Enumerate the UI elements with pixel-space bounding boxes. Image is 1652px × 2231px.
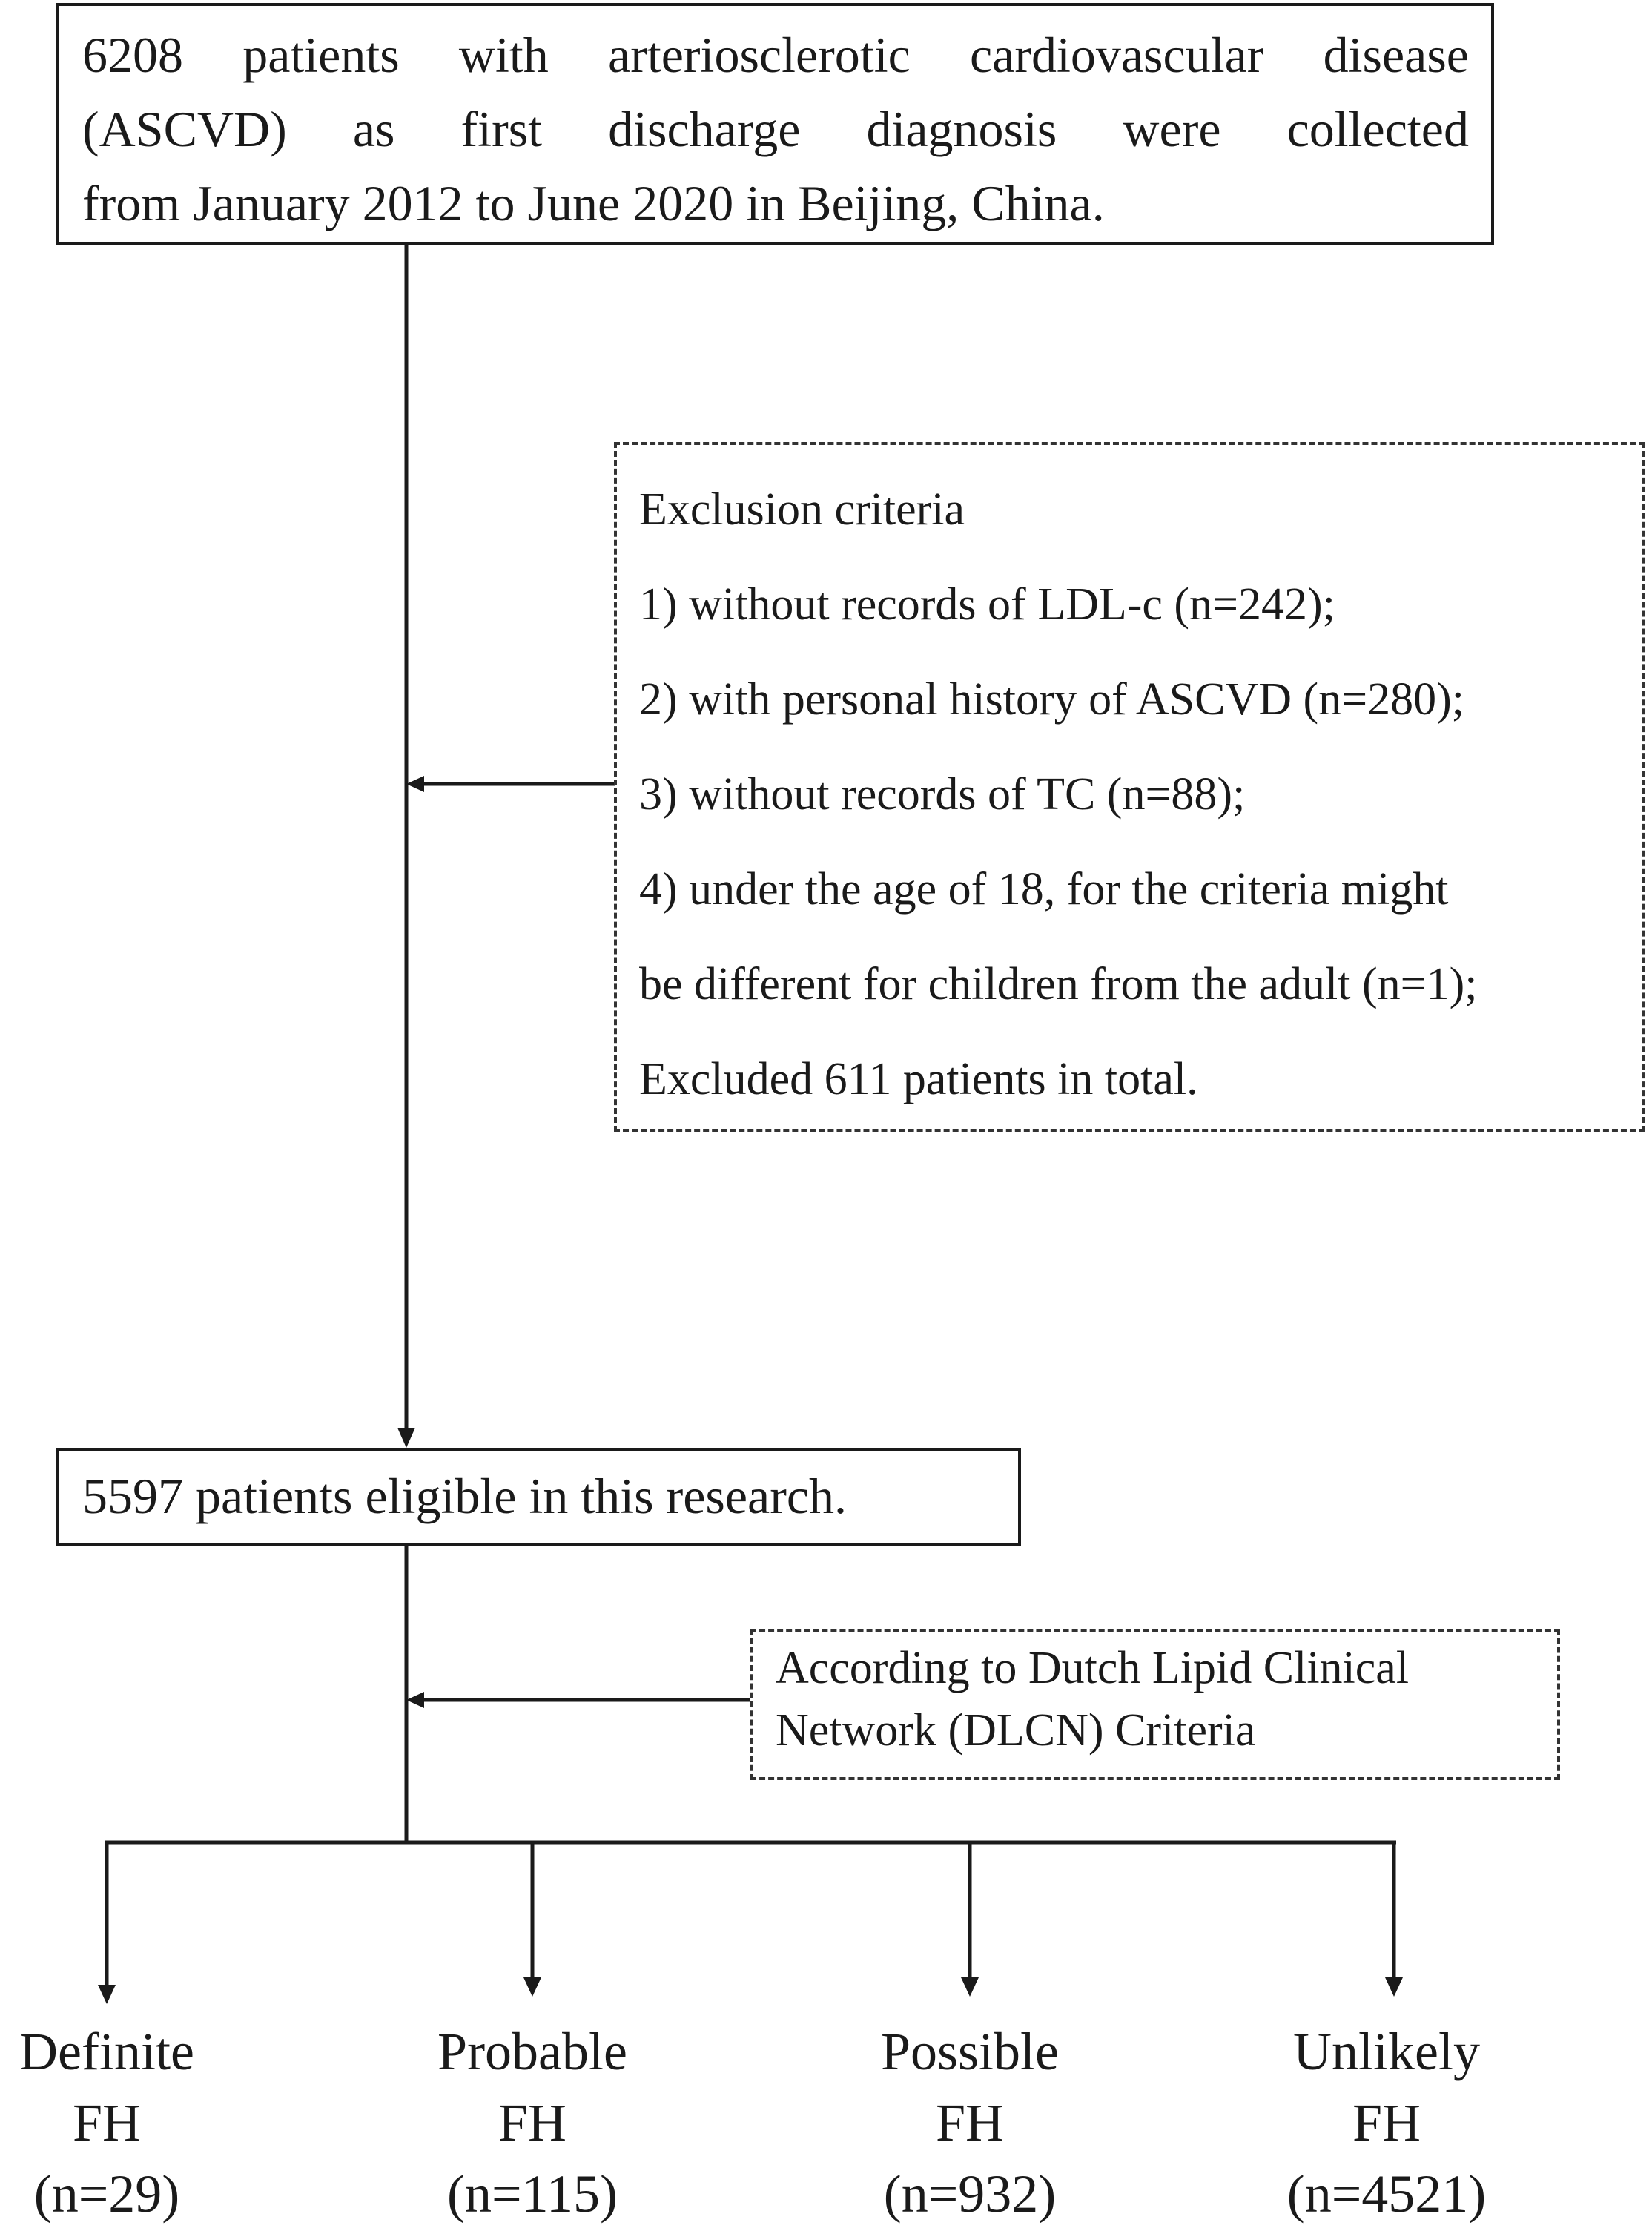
outcome-possible-label: Possible <box>880 2022 1060 2081</box>
outcome-unlikely: Unlikely FH (n=4521) <box>1238 2016 1535 2230</box>
outcome-definite-sub: FH <box>72 2093 142 2152</box>
dlcn-criteria-box: According to Dutch Lipid Clinical Networ… <box>750 1629 1560 1780</box>
exclusion-item-3: 3) without records of TC (n=88); <box>639 769 1246 820</box>
outcome-possible-sub: FH <box>935 2093 1005 2152</box>
dlcn-line-2: Network (DLCN) Criteria <box>776 1705 1256 1756</box>
arrowhead-exclusion <box>406 776 424 792</box>
enrollment-line-2: (ASCVD) as first discharge diagnosis wer… <box>82 101 1469 157</box>
outcome-unlikely-label: Unlikely <box>1293 2022 1480 2081</box>
enrollment-line-3: from January 2012 to June 2020 in Beijin… <box>82 175 1105 231</box>
arrowhead-probable <box>523 1977 541 1997</box>
outcome-definite-label: Definite <box>19 2022 194 2081</box>
enrollment-line-1: 6208 patients with arteriosclerotic card… <box>82 27 1469 83</box>
outcome-probable-sub: FH <box>498 2093 567 2152</box>
outcome-definite-count: (n=29) <box>33 2164 180 2224</box>
outcome-definite: Definite FH (n=29) <box>0 2016 255 2230</box>
arrowhead-possible <box>961 1977 979 1997</box>
exclusion-title: Exclusion criteria <box>639 484 965 535</box>
arrowhead-definite <box>98 1985 116 2004</box>
exclusion-total: Excluded 611 patients in total. <box>639 1054 1198 1104</box>
eligible-text: 5597 patients eligible in this research. <box>82 1468 848 1524</box>
eligible-patients-box: 5597 patients eligible in this research. <box>56 1448 1021 1546</box>
outcome-probable-label: Probable <box>437 2022 627 2081</box>
outcome-probable: Probable FH (n=115) <box>384 2016 681 2230</box>
exclusion-item-5: be different for children from the adult… <box>639 959 1478 1009</box>
exclusion-item-4: 4) under the age of 18, for the criteria… <box>639 864 1449 915</box>
enrollment-box: 6208 patients with arteriosclerotic card… <box>56 3 1494 245</box>
outcome-possible: Possible FH (n=932) <box>822 2016 1118 2230</box>
exclusion-item-2: 2) with personal history of ASCVD (n=280… <box>639 674 1465 725</box>
outcome-possible-count: (n=932) <box>883 2164 1057 2224</box>
outcome-unlikely-sub: FH <box>1352 2093 1421 2152</box>
arrowhead-dlcn <box>406 1692 424 1708</box>
arrowhead-unlikely <box>1385 1977 1403 1997</box>
exclusion-item-1: 1) without records of LDL-c (n=242); <box>639 579 1335 630</box>
outcome-probable-count: (n=115) <box>447 2164 618 2224</box>
outcome-unlikely-count: (n=4521) <box>1286 2164 1487 2224</box>
arrowhead-eligible <box>397 1428 415 1448</box>
dlcn-line-1: According to Dutch Lipid Clinical <box>776 1643 1410 1693</box>
exclusion-criteria-box: Exclusion criteria 1) without records of… <box>614 442 1645 1132</box>
